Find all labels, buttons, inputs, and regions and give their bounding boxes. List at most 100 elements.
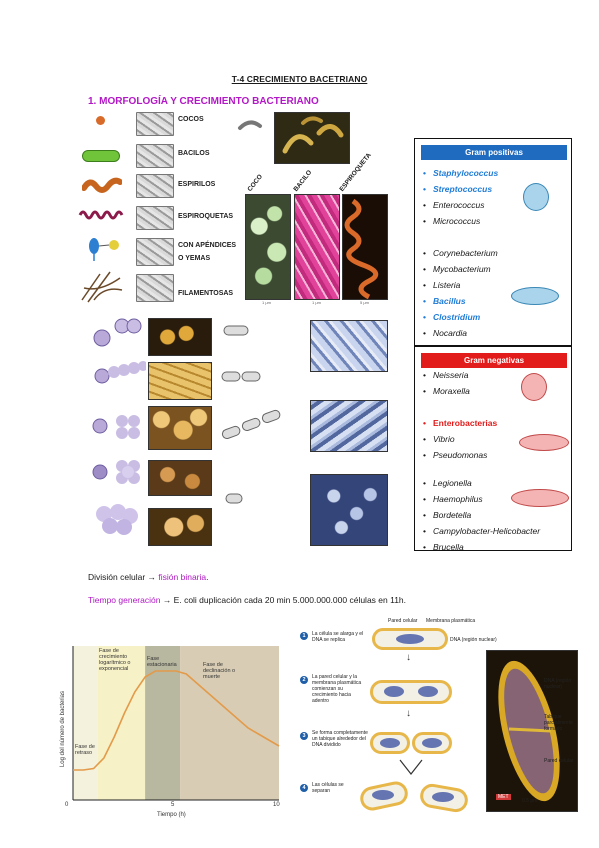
phase-label-death: Fase de declinación o muerte <box>203 662 236 680</box>
scale-label: 1 μm <box>312 300 321 305</box>
list-item: Neisseria <box>423 367 470 383</box>
list-item: Streptococcus <box>423 181 498 197</box>
x-tick-label: 5 <box>171 802 175 808</box>
vibrio-icon <box>238 120 262 130</box>
growth-curve-svg <box>72 646 280 801</box>
morph-label-apendices: CON APÉNDICES <box>178 242 237 249</box>
sem-label-coco: COCO <box>246 173 265 193</box>
morph-label-espirilos: ESPIRILOS <box>178 181 216 188</box>
page-title: T-4 CRECIMIENTO BACETRIANO <box>231 74 368 84</box>
dna-icon <box>422 738 442 748</box>
morph-label-bacilos: BACILOS <box>178 150 210 157</box>
micrograph <box>136 238 174 266</box>
spirillum-icon <box>82 177 122 193</box>
appendage-icon <box>89 238 119 261</box>
fission-micrograph <box>486 650 578 812</box>
list-item: Staphylococcus <box>423 165 498 181</box>
phase-band-stationary <box>145 646 181 800</box>
sarcina-diagram <box>92 460 140 484</box>
coccobacillus-diagram <box>225 493 243 504</box>
gram-positive-list-1: Staphylococcus Streptococcus Enterococcu… <box>423 165 498 229</box>
arrow-down-icon: ↓ <box>406 708 411 719</box>
scale-label: 5 μm <box>360 300 369 305</box>
micrograph <box>136 174 174 198</box>
list-item: Bordetella <box>423 507 540 523</box>
coccus-shape-icon <box>523 183 549 211</box>
micrograph <box>148 362 212 400</box>
phase-band-death <box>180 646 279 800</box>
coccus-icon <box>96 116 105 125</box>
generation-prefix: Tiempo generación <box>88 595 161 605</box>
phase-label-log: Fase de crecimiento logarítmico o expone… <box>99 648 131 672</box>
morph-label-espiroquetas: ESPIROQUETAS <box>178 213 234 220</box>
list-item: Pseudomonas <box>423 447 497 463</box>
list-item: Enterococcus <box>423 197 498 213</box>
x-tick-label: 0 <box>65 802 69 808</box>
growth-curve-line <box>73 670 280 771</box>
phase-band-log <box>97 646 146 800</box>
dna-icon <box>432 792 454 802</box>
sem-label-bacilo: BACILO <box>292 169 314 193</box>
division-link: fisión binaria <box>158 572 207 582</box>
micro-label-septum: Tabique parcialmente formado <box>544 714 573 732</box>
scale-label: 1 μm <box>262 300 271 305</box>
phase-band-lag <box>73 646 98 800</box>
step-text: La pared celular y la membrana plasmátic… <box>312 674 362 704</box>
dna-icon <box>372 790 394 800</box>
morph-label-cocos: COCOS <box>178 116 204 123</box>
step-number: 3 <box>300 732 308 740</box>
step-number: 1 <box>300 632 308 640</box>
diplococcus-diagram <box>93 318 142 347</box>
list-item: Enterobacterias <box>423 415 497 431</box>
list-item: Brucella <box>423 539 540 555</box>
gram-classification-box: Gram positivas Staphylococcus Streptococ… <box>414 138 572 555</box>
binary-fission-diagram: Pared celular Membrana plasmática DNA (r… <box>300 618 585 818</box>
met-badge: MET <box>496 794 511 800</box>
micrograph <box>136 206 174 230</box>
list-item: Legionella <box>423 475 540 491</box>
micro-label-dna: DNA (región nuclear) <box>544 678 572 690</box>
list-item: Moraxella <box>423 383 470 399</box>
phase-label-lag: Fase de retraso <box>75 744 95 756</box>
coccus-sem-image <box>245 194 291 300</box>
bacillus-sem-image <box>294 194 340 300</box>
gram-positive-list-2: Corynebacterium Mycobacterium Listeria B… <box>423 245 498 341</box>
step-number: 4 <box>300 784 308 792</box>
spirochete-sem-image <box>342 194 388 300</box>
micrograph <box>148 508 212 546</box>
micrograph <box>136 144 174 168</box>
list-item: Campylobacter-Helicobacter <box>423 523 540 539</box>
dna-icon <box>384 686 404 697</box>
list-item: Corynebacterium <box>423 245 498 261</box>
morph-label-yemas: O YEMAS <box>178 255 211 262</box>
dna-icon <box>418 686 438 697</box>
micrograph <box>136 274 174 302</box>
micrograph <box>310 400 388 452</box>
vibrio-micrograph <box>274 112 350 164</box>
list-item: Vibrio <box>423 431 497 447</box>
bacillus-icon <box>82 150 120 162</box>
streptobacillus-diagram <box>221 409 281 440</box>
x-tick-label: 10 <box>273 802 280 808</box>
micrograph <box>148 460 212 496</box>
label-cell-wall: Pared celular <box>388 618 418 624</box>
coccus-shape-icon <box>521 373 547 401</box>
y-axis-label: Log del número de bacterias <box>60 690 66 768</box>
growth-curve-chart: Log del número de bacterias Tiempo (h) 0… <box>53 640 286 820</box>
arrangement-panel <box>88 316 408 548</box>
streptococcus-diagram <box>94 361 146 384</box>
list-item: Clostridium <box>423 309 498 325</box>
dna-icon <box>380 738 400 748</box>
gram-negative-list-3: Legionella Haemophilus Bordetella Campyl… <box>423 475 540 555</box>
bacillus-shape-icon <box>511 287 559 305</box>
label-plasma-membrane: Membrana plasmática <box>426 618 476 624</box>
step-text: Las células se separan <box>312 782 344 794</box>
division-text: División celular → fisión binaria. <box>88 572 209 582</box>
list-item: Nocardia <box>423 325 498 341</box>
cell-diagram <box>370 680 452 704</box>
section-heading: 1. MORFOLOGÍA Y CRECIMIENTO BACTERIANO <box>88 96 319 107</box>
diplobacillus-diagram <box>221 371 261 382</box>
split-arrow-icon <box>399 759 423 775</box>
spirochete-icon <box>78 210 124 220</box>
dna-icon <box>396 634 424 644</box>
